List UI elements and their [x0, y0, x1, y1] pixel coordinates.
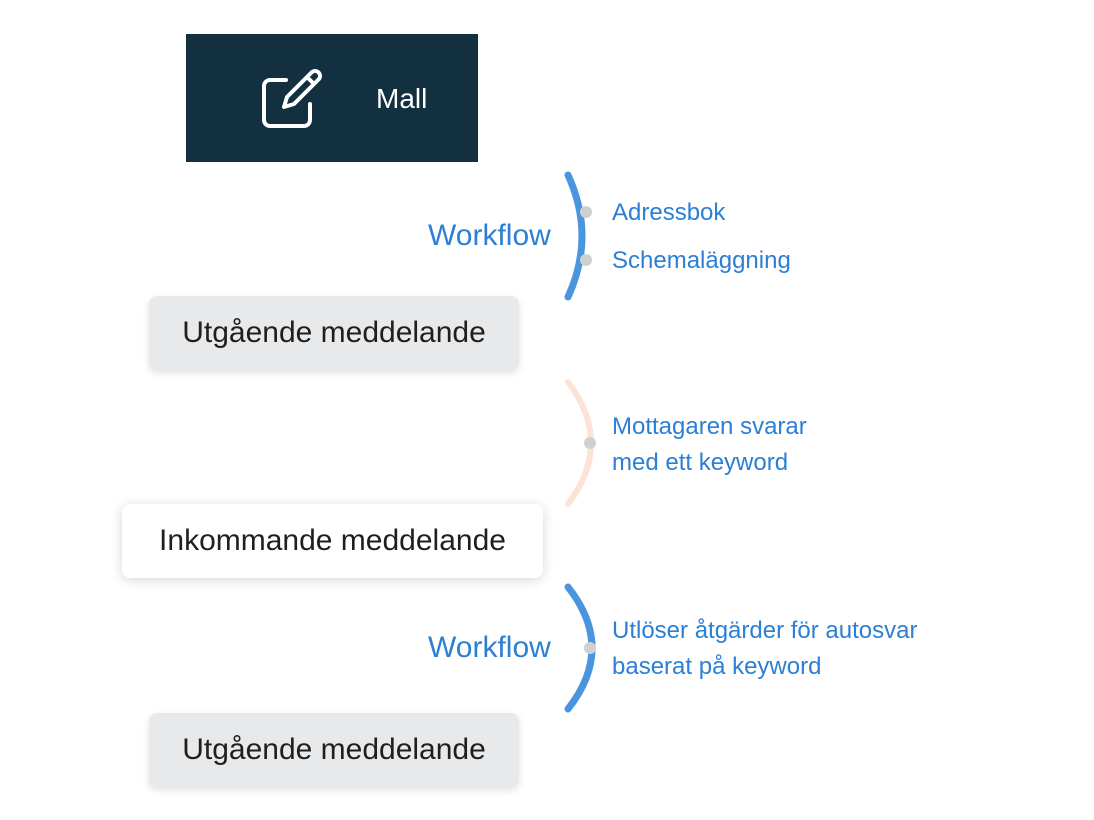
- connector-item: Schemaläggning: [612, 247, 791, 274]
- connector-dot: [580, 254, 592, 266]
- incoming-message-box[interactable]: Inkommande meddelande: [122, 504, 543, 578]
- workflow-label: Workflow: [428, 631, 551, 664]
- workflow-label: Workflow: [428, 219, 551, 252]
- connector-dot: [584, 642, 596, 654]
- connector-text-line: Mottagaren svarar: [612, 413, 807, 440]
- connector-text-line: med ett keyword: [612, 449, 789, 476]
- connector-text-line: baserat på keyword: [612, 653, 822, 680]
- workflow-arc-1: [564, 171, 586, 301]
- edit-note-icon: [262, 69, 322, 128]
- connector-text-line: Utlöser åtgärder för autosvar: [612, 617, 918, 644]
- outgoing-message-box[interactable]: Utgående meddelande: [149, 713, 519, 787]
- connector-dot: [580, 206, 592, 218]
- template-label: Mall: [376, 83, 428, 114]
- template-header-box[interactable]: [186, 34, 478, 162]
- connector-dot: [584, 437, 596, 449]
- outgoing-message-box[interactable]: Utgående meddelande: [149, 296, 519, 370]
- connector-item: Adressbok: [612, 199, 726, 226]
